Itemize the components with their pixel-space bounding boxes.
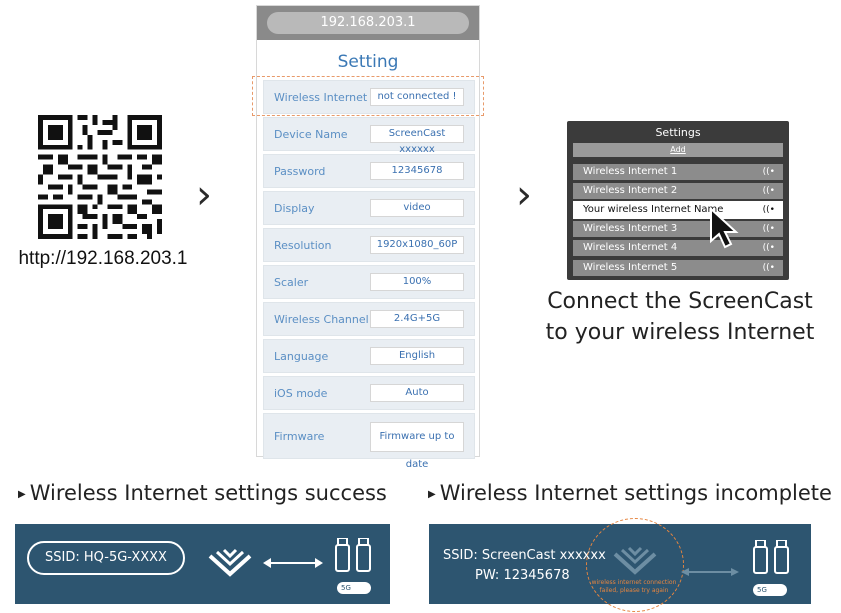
setting-value[interactable]: Auto bbox=[370, 384, 464, 402]
setting-label: Resolution bbox=[274, 239, 332, 252]
network-item-selected[interactable]: Your wireless Internet Name ((• bbox=[573, 201, 783, 219]
network-name: Wireless Internet 4 bbox=[583, 242, 678, 253]
setting-label: Device Name bbox=[274, 128, 348, 141]
settings-list: Wireless Internet not connected ! Device… bbox=[263, 80, 475, 470]
mouse-cursor-icon bbox=[710, 207, 739, 249]
network-item[interactable]: Wireless Internet 1 ((• bbox=[573, 164, 783, 180]
setting-label: Wireless Channel bbox=[274, 313, 369, 326]
error-note: wireless internet connection failed, ple… bbox=[589, 579, 679, 595]
qr-code bbox=[38, 115, 162, 239]
triangle-icon: ▶ bbox=[18, 488, 26, 500]
setting-row-ios-mode[interactable]: iOS mode Auto bbox=[263, 376, 475, 410]
wifi-icon: ((• bbox=[762, 243, 775, 253]
setting-value[interactable]: Firmware up to date bbox=[370, 422, 464, 470]
chevron-right-icon: › bbox=[196, 172, 212, 218]
setting-value[interactable]: 2.4G+5G bbox=[370, 310, 464, 328]
setting-row-device-name[interactable]: Device Name ScreenCast xxxxxx bbox=[263, 117, 475, 155]
double-arrow-icon bbox=[263, 558, 323, 568]
connect-line-2: to your wireless Internet bbox=[545, 320, 815, 345]
wifi-icon: ((• bbox=[762, 205, 775, 215]
setting-label: Firmware bbox=[274, 430, 325, 443]
setting-row-firmware[interactable]: Firmware Firmware up to date bbox=[263, 413, 475, 470]
incomplete-heading-text: Wireless Internet settings incomplete bbox=[439, 481, 832, 505]
page-title: Setting bbox=[337, 52, 399, 72]
5g-toggle: 5G bbox=[337, 582, 371, 594]
setting-label: Display bbox=[274, 202, 315, 215]
browser-bar: 192.168.203.1 bbox=[257, 6, 479, 40]
5g-toggle: 5G bbox=[753, 584, 787, 596]
add-network-button[interactable]: Add bbox=[573, 143, 783, 157]
success-heading: ▶Wireless Internet settings success bbox=[18, 481, 387, 505]
double-arrow-icon-dim bbox=[681, 568, 739, 576]
connect-line-1: Connect the ScreenCast bbox=[547, 289, 813, 314]
incomplete-banner: SSID: ScreenCast xxxxxx PW: 12345678 wir… bbox=[429, 518, 811, 612]
highlight-outline bbox=[252, 76, 484, 116]
5g-label: 5G bbox=[341, 584, 351, 592]
incomplete-heading: ▶Wireless Internet settings incomplete bbox=[428, 481, 832, 505]
network-settings-panel: Settings Add Wireless Internet 1 ((• Wire… bbox=[567, 121, 789, 280]
ssid-pill: SSID: HQ-5G-XXXX bbox=[27, 541, 185, 575]
router-icon-dim bbox=[613, 546, 657, 575]
setting-value[interactable]: not connected ! bbox=[370, 88, 464, 106]
network-item[interactable]: Wireless Internet 4 ((• bbox=[573, 240, 783, 256]
success-banner: SSID: HQ-5G-XXXX 5G bbox=[15, 524, 390, 604]
setting-row-scaler[interactable]: Scaler 100% bbox=[263, 265, 475, 299]
setting-value[interactable]: 100% bbox=[370, 273, 464, 291]
wifi-icon: ((• bbox=[762, 224, 775, 234]
setting-label: iOS mode bbox=[274, 387, 328, 400]
error-note-line-1: wireless internet connection bbox=[591, 579, 677, 586]
setting-label: Language bbox=[274, 350, 329, 363]
error-note-line-2: failed, please try again bbox=[599, 587, 669, 594]
setting-label: Password bbox=[274, 165, 326, 178]
usb-dongle-icon bbox=[753, 540, 789, 574]
setting-label: Scaler bbox=[274, 276, 309, 289]
setting-row-wireless-channel[interactable]: Wireless Channel 2.4G+5G bbox=[263, 302, 475, 336]
network-name: Wireless Internet 5 bbox=[583, 262, 678, 273]
wifi-icon: ((• bbox=[762, 186, 775, 196]
setting-row-language[interactable]: Language English bbox=[263, 339, 475, 373]
setting-value[interactable]: 1920x1080_60P bbox=[370, 236, 464, 254]
setting-row-resolution[interactable]: Resolution 1920x1080_60P bbox=[263, 228, 475, 262]
chevron-right-icon: › bbox=[516, 172, 532, 218]
network-item[interactable]: Wireless Internet 3 ((• bbox=[573, 221, 783, 237]
usb-dongle-icon bbox=[335, 538, 371, 572]
ssid-text: SSID: ScreenCast xxxxxx bbox=[443, 548, 606, 563]
network-name: Wireless Internet 2 bbox=[583, 185, 678, 196]
triangle-icon: ▶ bbox=[428, 488, 436, 500]
password-text: PW: 12345678 bbox=[475, 568, 570, 583]
network-item[interactable]: Wireless Internet 5 ((• bbox=[573, 260, 783, 276]
error-circle bbox=[586, 518, 684, 612]
router-icon bbox=[208, 548, 252, 577]
5g-label: 5G bbox=[757, 586, 767, 594]
panel-title: Settings bbox=[655, 126, 701, 139]
wifi-icon: ((• bbox=[762, 263, 775, 273]
setting-row-wireless-internet[interactable]: Wireless Internet not connected ! bbox=[263, 80, 475, 114]
network-item[interactable]: Wireless Internet 2 ((• bbox=[573, 183, 783, 199]
setting-row-password[interactable]: Password 12345678 bbox=[263, 154, 475, 188]
network-name: Wireless Internet 3 bbox=[583, 223, 678, 234]
setting-value[interactable]: 12345678 bbox=[370, 162, 464, 180]
address-bar[interactable]: 192.168.203.1 bbox=[267, 12, 469, 34]
network-name: Your wireless Internet Name bbox=[583, 204, 724, 215]
setting-value[interactable]: ScreenCast xxxxxx bbox=[370, 125, 464, 155]
setting-value[interactable]: English bbox=[370, 347, 464, 365]
device-url[interactable]: http://192.168.203.1 bbox=[18, 248, 188, 269]
phone-settings-screen: 192.168.203.1 Setting Wireless Internet … bbox=[256, 5, 480, 470]
setting-label: Wireless Internet bbox=[274, 91, 368, 104]
network-name: Wireless Internet 1 bbox=[583, 166, 678, 177]
success-heading-text: Wireless Internet settings success bbox=[29, 481, 387, 505]
setting-value[interactable]: video bbox=[370, 199, 464, 217]
wifi-icon: ((• bbox=[762, 167, 775, 177]
connect-caption: Connect the ScreenCast to your wireless … bbox=[540, 286, 820, 348]
setting-row-display[interactable]: Display video bbox=[263, 191, 475, 225]
